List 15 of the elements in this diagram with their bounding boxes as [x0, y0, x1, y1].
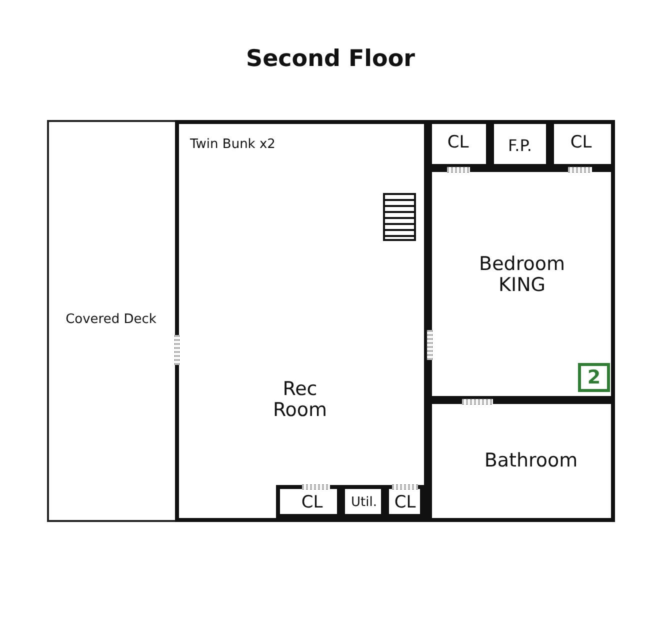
- room-number: 2: [586, 368, 602, 388]
- room-label: CL: [569, 134, 593, 152]
- room-number-badge: [578, 363, 610, 392]
- room-label: Bedroom KING: [478, 254, 566, 296]
- room-label: Bathroom: [483, 450, 579, 472]
- room-label: F.P.: [507, 137, 533, 155]
- room-label: CL: [393, 494, 417, 512]
- bed-note: Twin Bunk x2: [190, 138, 276, 152]
- room-label: CL: [446, 134, 470, 152]
- room-label: Rec Room: [272, 379, 328, 421]
- room-label: Covered Deck: [64, 312, 158, 328]
- plan-title: Second Floor: [245, 46, 416, 72]
- room-label: CL: [300, 494, 324, 512]
- room-label: Util.: [350, 496, 378, 510]
- room-outline: [175, 120, 428, 522]
